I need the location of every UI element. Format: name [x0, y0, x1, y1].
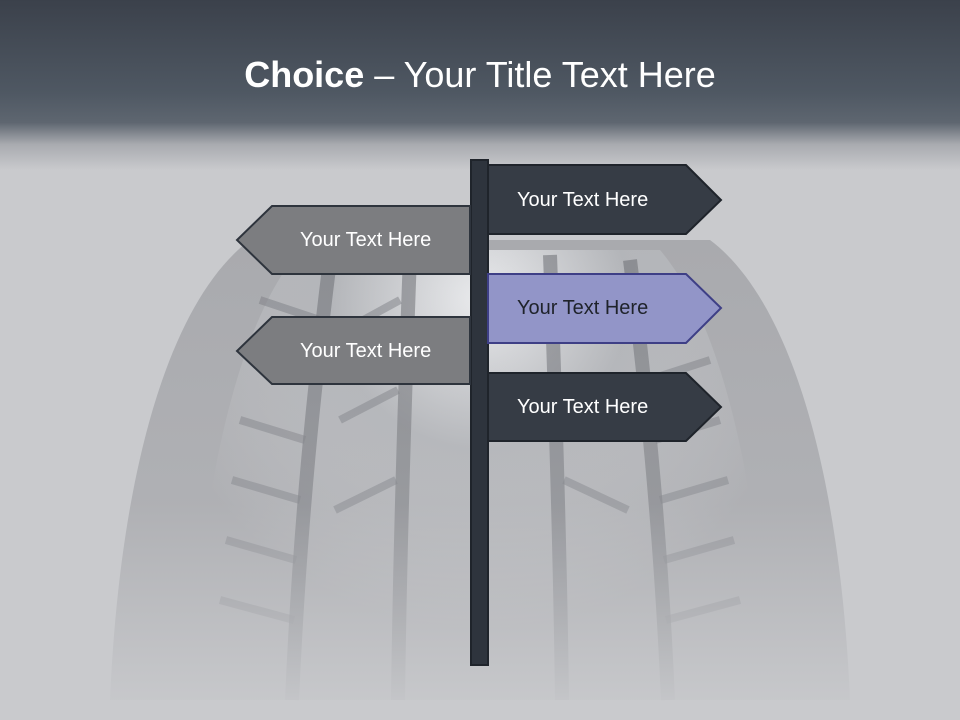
header-band — [0, 0, 960, 170]
sign-left-bottom[interactable] — [235, 316, 471, 385]
sign-left-bottom-label: Your Text Here — [300, 340, 432, 362]
sign-left-top-label: Your Text Here — [300, 229, 432, 251]
signpost-pole — [470, 159, 489, 666]
slide-title: Choice – Your Title Text Here — [0, 52, 960, 98]
title-rest: – Your Title Text Here — [364, 54, 716, 95]
sign-right-top-label: Your Text Here — [517, 189, 649, 211]
title-bold: Choice — [244, 54, 365, 95]
sign-right-bottom-label: Your Text Here — [517, 396, 649, 418]
sign-right-bottom[interactable] — [487, 372, 723, 442]
sign-right-middle[interactable] — [487, 273, 723, 344]
sign-right-middle-label: Your Text Here — [517, 297, 649, 319]
sign-left-top[interactable] — [235, 205, 471, 275]
sign-right-top[interactable] — [487, 164, 723, 235]
